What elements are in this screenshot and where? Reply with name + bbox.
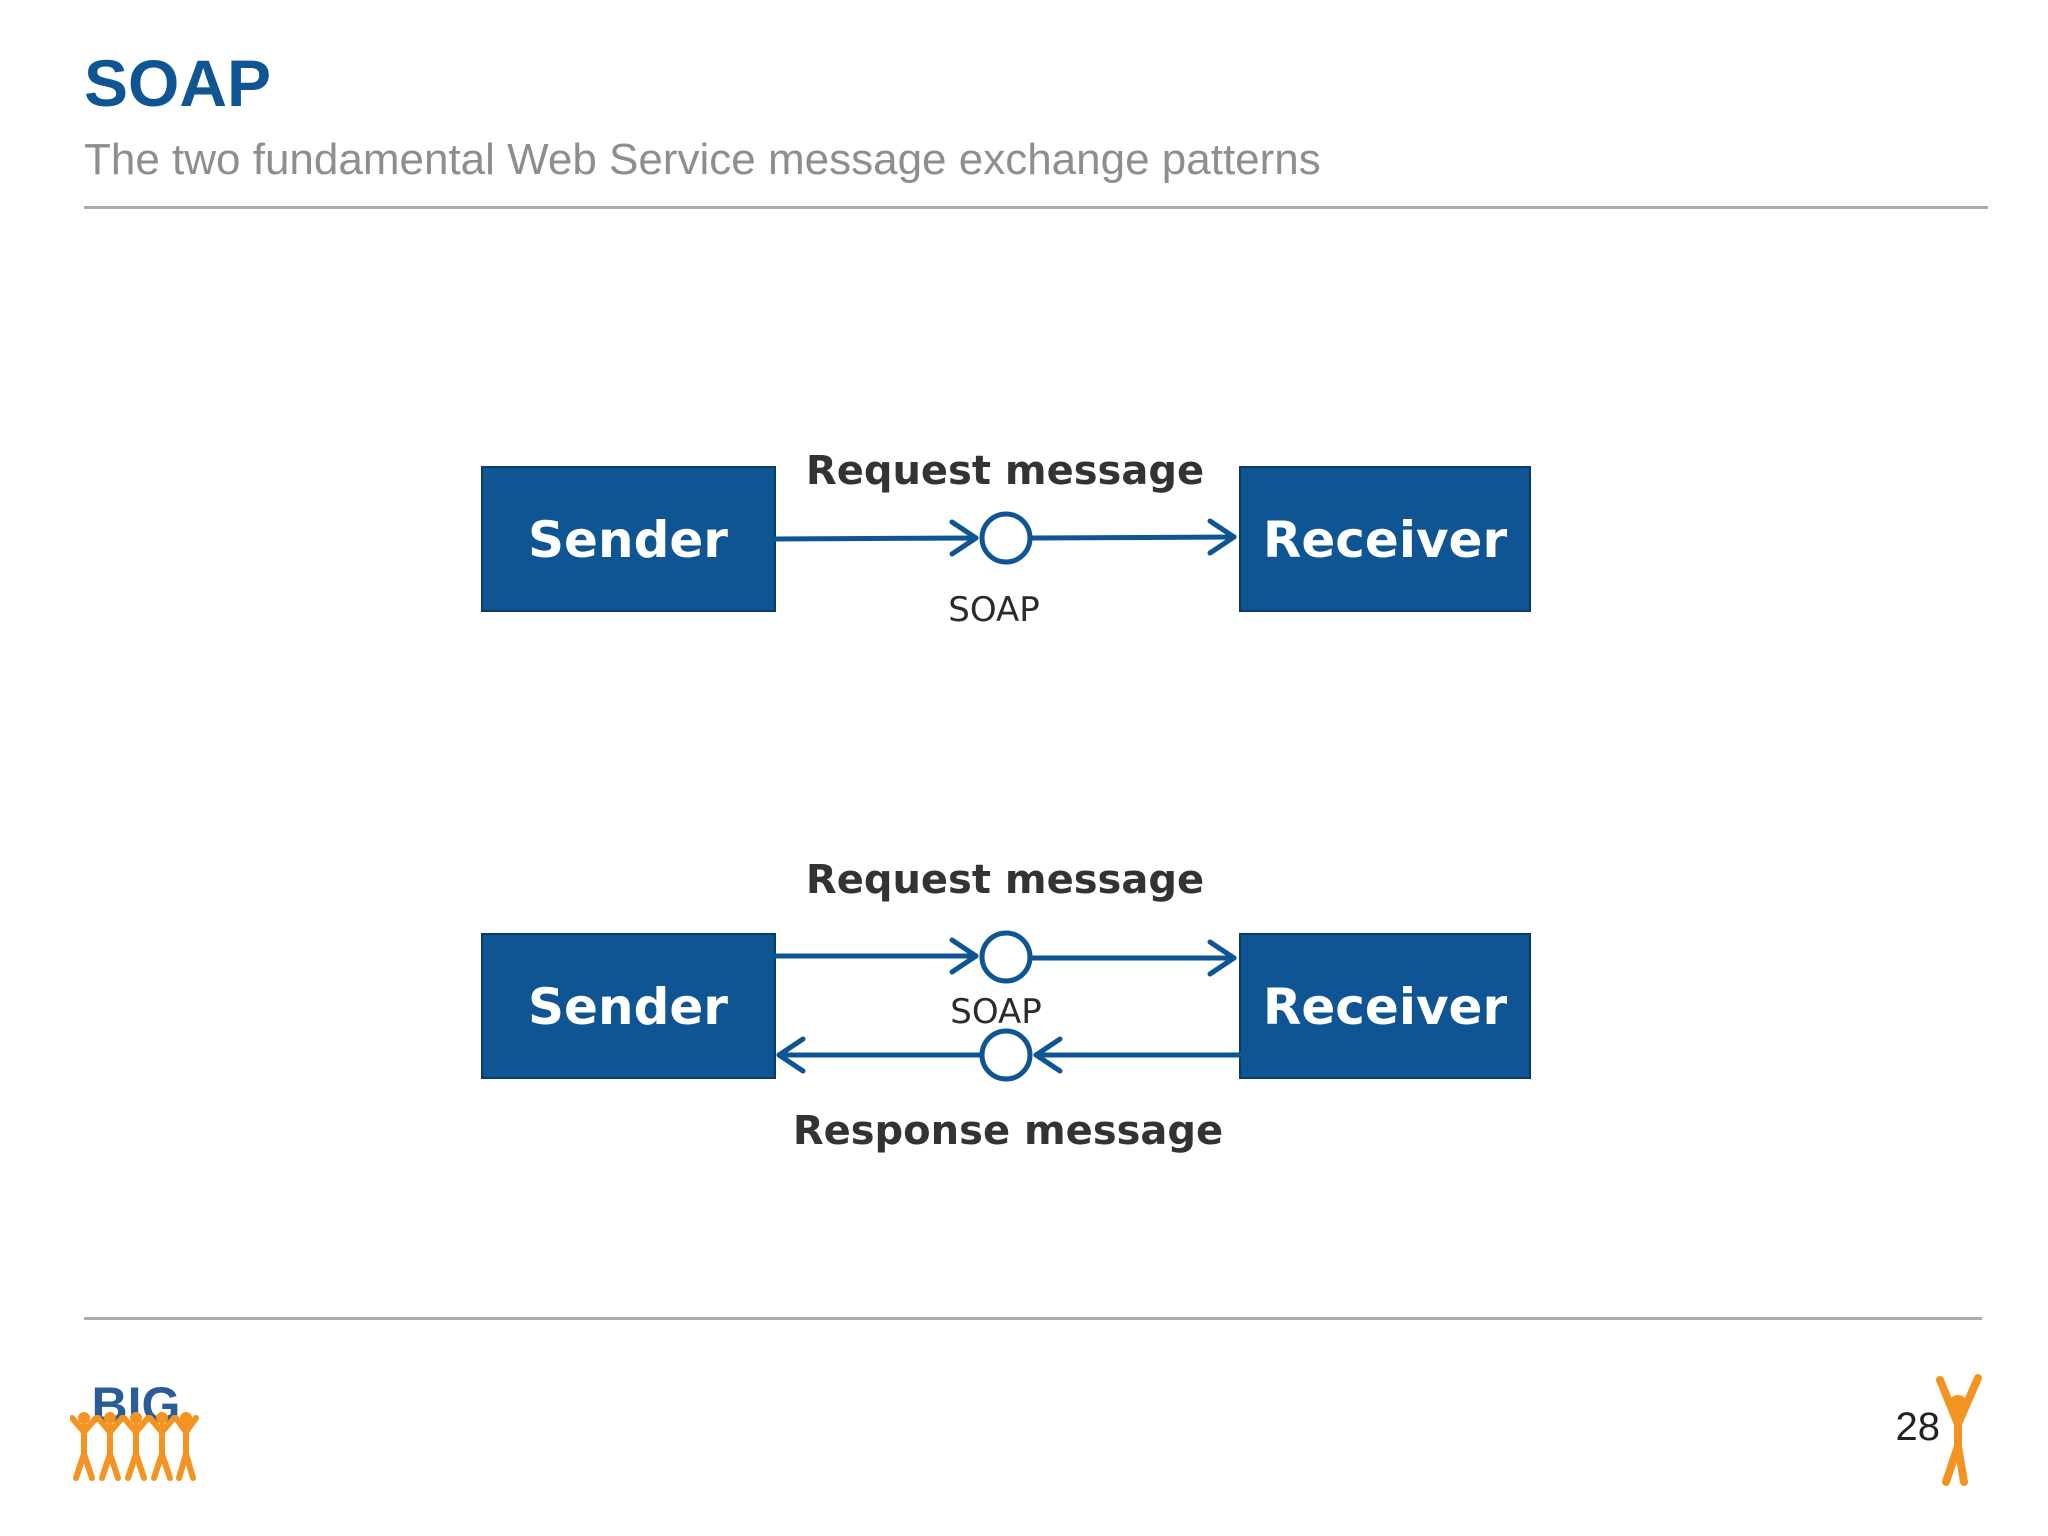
header-divider [84, 206, 1988, 209]
soap-endpoint-node [979, 930, 1033, 984]
response-arrow [776, 1036, 1243, 1074]
receiver-box-label: Receiver [1263, 511, 1508, 569]
receiver-box [1239, 466, 1531, 612]
sender-box [481, 466, 776, 612]
request-message-label: Request message [806, 857, 1204, 903]
one-way-pattern: Sender Receiver Request message SOAP [481, 448, 1531, 630]
request-response-pattern: Sender Receiver Request message SOAP Res… [481, 857, 1531, 1154]
receiver-box [1239, 933, 1531, 1079]
soap-endpoint-node [979, 511, 1033, 565]
footer-divider [84, 1317, 1982, 1320]
sender-box-label: Sender [528, 511, 728, 569]
request-arrow [772, 937, 1237, 977]
cheering-figure-icon [1936, 1374, 1982, 1486]
big-logo: BIG [70, 1377, 199, 1481]
soap-label: SOAP [950, 992, 1042, 1032]
page-number: 28 [1895, 1405, 1941, 1449]
soap-label: SOAP [948, 590, 1040, 630]
request-arrow [772, 518, 1237, 557]
soap-endpoint-node [979, 1028, 1033, 1082]
people-icon [70, 1412, 199, 1481]
response-message-label: Response message [793, 1108, 1223, 1154]
sender-box-label: Sender [528, 978, 728, 1036]
request-message-label: Request message [806, 448, 1204, 494]
sender-box [481, 933, 776, 1079]
receiver-box-label: Receiver [1263, 978, 1508, 1036]
slide-subtitle: The two fundamental Web Service message … [84, 135, 1321, 184]
slide-title: SOAP [84, 46, 272, 120]
